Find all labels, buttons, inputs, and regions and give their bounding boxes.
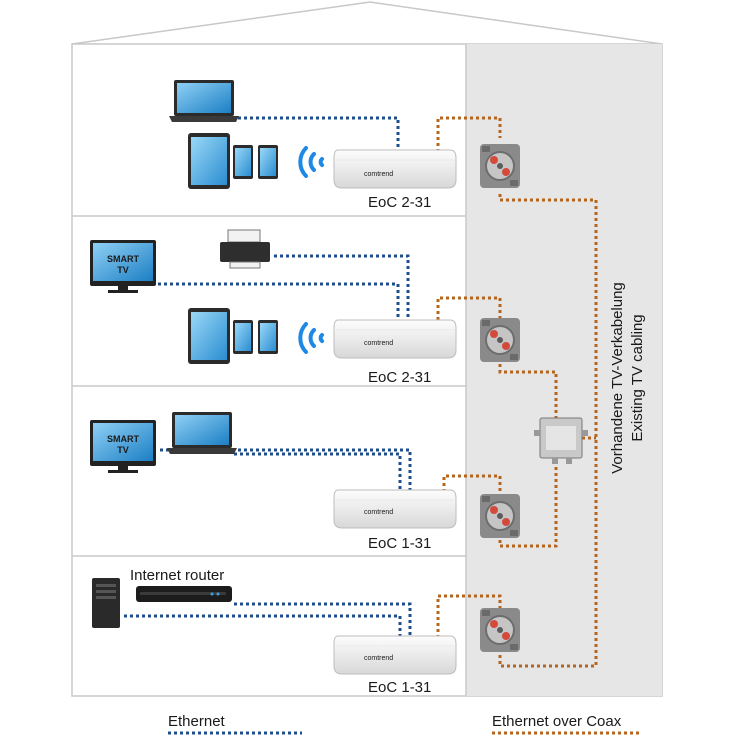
device-label: EoC 1-31: [368, 679, 431, 696]
ethernet-lines: [124, 116, 412, 636]
laptop-icon: [167, 412, 237, 454]
floor-3: SMART TV comtrend EoC 1-31: [90, 412, 521, 552]
device-label: EoC 1-31: [368, 535, 431, 552]
modem-icon: [333, 149, 457, 189]
router-icon: [136, 586, 232, 602]
smart-tv-label: SMART: [107, 434, 139, 444]
coax-lines: [436, 116, 598, 668]
tablet-icon: [188, 133, 230, 189]
splitter-icon: [534, 417, 588, 464]
floor-4: Internet router comtrend EoC 1-31: [92, 567, 521, 696]
printer-icon: [220, 229, 270, 269]
floor-2: SMART TV comtrend EoC 2-31: [90, 229, 521, 386]
wall-socket-icon: [479, 143, 521, 189]
wall-socket-icon: [479, 317, 521, 363]
smart-tv-label: SMART: [107, 254, 139, 264]
modem-icon: [333, 319, 457, 359]
legend-ethernet-label: Ethernet: [168, 713, 226, 730]
modem-brand: comtrend: [364, 340, 393, 347]
modem-brand: comtrend: [364, 655, 393, 662]
phone-icon: [258, 320, 278, 354]
modem-icon: [333, 635, 457, 675]
phone-icon: [233, 320, 253, 354]
modem-brand: comtrend: [364, 171, 393, 178]
wall-socket-icon: [479, 493, 521, 539]
cabling-label-en: Existing TV cabling: [629, 314, 646, 441]
tablet-icon: [188, 308, 230, 364]
device-label: EoC 2-31: [368, 369, 431, 386]
roof-outline: [71, 1, 663, 45]
cabling-label-de: Vorhandene TV-Verkabelung: [609, 282, 626, 474]
modem-icon: [333, 489, 457, 529]
wall-socket-icon: [479, 607, 521, 653]
router-label: Internet router: [130, 567, 224, 584]
device-label: EoC 2-31: [368, 194, 431, 211]
legend-coax-label: Ethernet over Coax: [492, 713, 622, 730]
phone-icon: [233, 145, 253, 179]
pc-tower-icon: [92, 578, 120, 628]
laptop-icon: [169, 80, 239, 122]
floor-1: comtrend EoC 2-31: [169, 80, 521, 211]
modem-brand: comtrend: [364, 509, 393, 516]
smart-tv-label: TV: [117, 265, 129, 275]
legend: Ethernet Ethernet over Coax: [168, 713, 640, 735]
smart-tv-label: TV: [117, 445, 129, 455]
phone-icon: [258, 145, 278, 179]
